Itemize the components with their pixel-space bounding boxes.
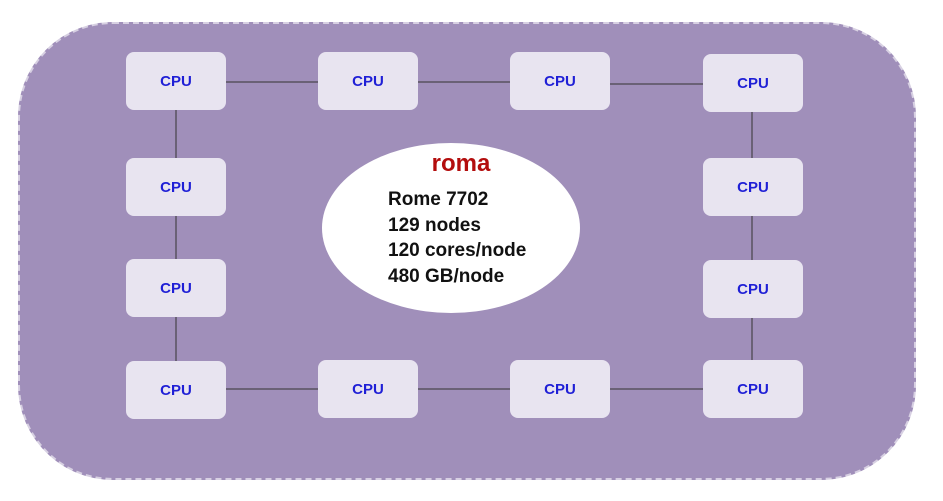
cpu-label: CPU: [544, 72, 576, 90]
cpu-node: CPU: [318, 360, 418, 418]
cluster-details: Rome 7702 129 nodes 120 cores/node 480 G…: [388, 187, 526, 289]
cpu-label: CPU: [160, 279, 192, 297]
cpu-node: CPU: [703, 260, 803, 318]
cluster-name: roma: [431, 150, 491, 177]
cpu-label: CPU: [352, 72, 384, 90]
cpu-node: CPU: [126, 259, 226, 317]
cpu-label: CPU: [737, 178, 769, 196]
cpu-node: CPU: [126, 158, 226, 216]
cluster-processor: Rome 7702: [388, 189, 489, 210]
cpu-label: CPU: [544, 380, 576, 398]
cpu-node: CPU: [703, 54, 803, 112]
cluster-memory-per-node: 480 GB/node: [388, 265, 505, 287]
cpu-label: CPU: [352, 380, 384, 398]
cpu-label: CPU: [737, 380, 769, 398]
cluster-cores-per-node: 120 cores/node: [388, 240, 527, 261]
cpu-node: CPU: [703, 158, 803, 216]
cluster-node-count: 129 nodes: [388, 214, 481, 236]
cpu-label: CPU: [737, 74, 769, 92]
cpu-node: CPU: [703, 360, 803, 418]
cpu-label: CPU: [160, 178, 192, 196]
cpu-label: CPU: [160, 72, 192, 90]
cpu-label: CPU: [737, 280, 769, 298]
cpu-node: CPU: [318, 52, 418, 110]
cpu-node: CPU: [510, 52, 610, 110]
cluster-info-ellipse: [322, 143, 580, 313]
cpu-label: CPU: [160, 381, 192, 399]
cpu-node: CPU: [510, 360, 610, 418]
cpu-node: CPU: [126, 361, 226, 419]
cpu-node: CPU: [126, 52, 226, 110]
